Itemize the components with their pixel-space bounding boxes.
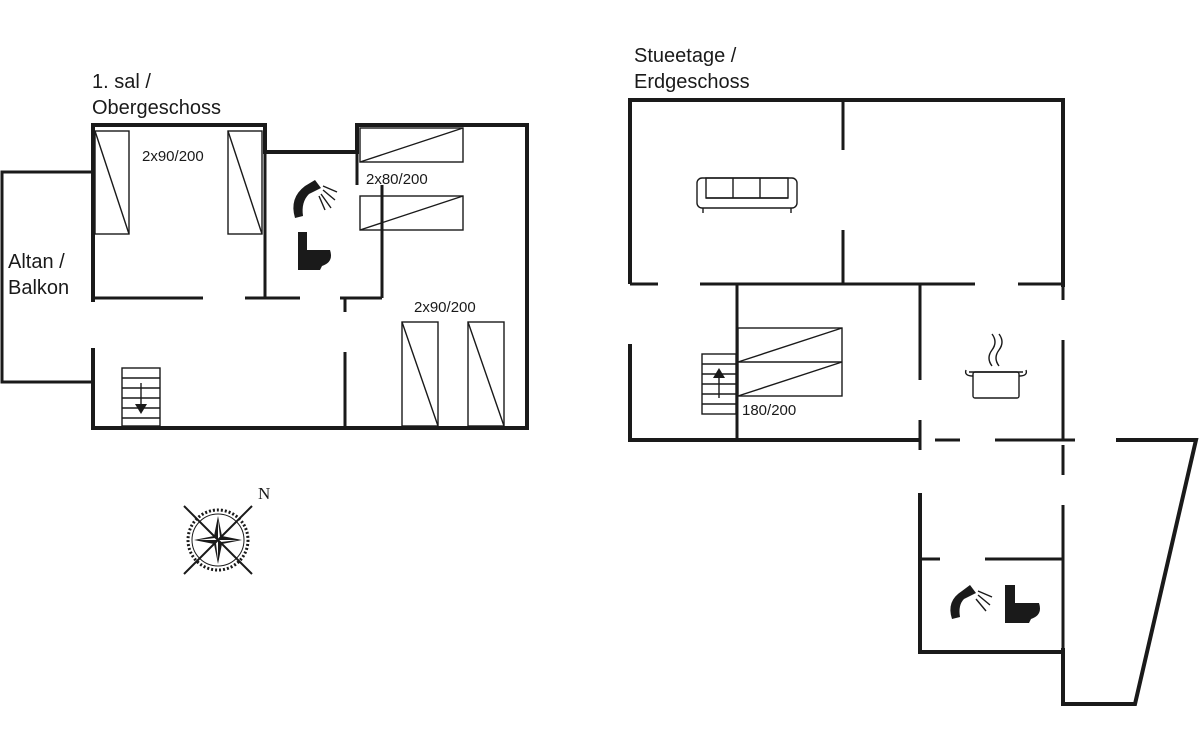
bed-size-label-ground: 180/200 <box>742 402 797 419</box>
compass-rose-icon <box>183 505 253 575</box>
annex-outline <box>1061 438 1199 706</box>
toilet-icon-ground <box>1005 585 1040 623</box>
bed-left-2 <box>227 130 263 235</box>
balcony-label-line1: Altan / <box>8 251 65 273</box>
toilet-icon <box>298 232 331 270</box>
stairs-up <box>701 353 737 415</box>
ground-floor-plan <box>628 98 1199 706</box>
balcony-label-line2: Balkon <box>8 277 70 299</box>
compass-north-label: N <box>258 484 271 503</box>
bed-left-1 <box>94 130 130 235</box>
cooking-pot-icon <box>964 333 1028 399</box>
bed-double <box>737 327 843 397</box>
ground-floor-title-line2: Erdgeschoss <box>634 71 750 93</box>
balcony-outline <box>0 170 93 384</box>
bed-mid-1 <box>359 127 464 163</box>
upper-outer-wall <box>91 123 529 430</box>
shower-icon <box>293 180 338 218</box>
bed-size-label-right: 2x90/200 <box>414 299 476 316</box>
upper-floor-title-line2: Obergeschoss <box>92 97 221 119</box>
stairs-down <box>121 367 161 427</box>
ground-outer-wall-top <box>628 98 1065 287</box>
upper-floor-plan <box>0 123 529 430</box>
bed-size-label-left: 2x90/200 <box>142 148 204 165</box>
upper-floor-title-line1: 1. sal / <box>92 71 151 93</box>
sofa-icon <box>696 177 798 213</box>
shower-icon-ground <box>950 585 993 619</box>
bathroom-outline <box>918 493 1065 654</box>
bed-right-2 <box>467 321 505 427</box>
bed-mid-2 <box>359 195 464 231</box>
ground-floor-title-line1: Stueetage / <box>634 45 737 67</box>
bed-size-label-mid: 2x80/200 <box>366 171 428 188</box>
bed-right-1 <box>401 321 439 427</box>
